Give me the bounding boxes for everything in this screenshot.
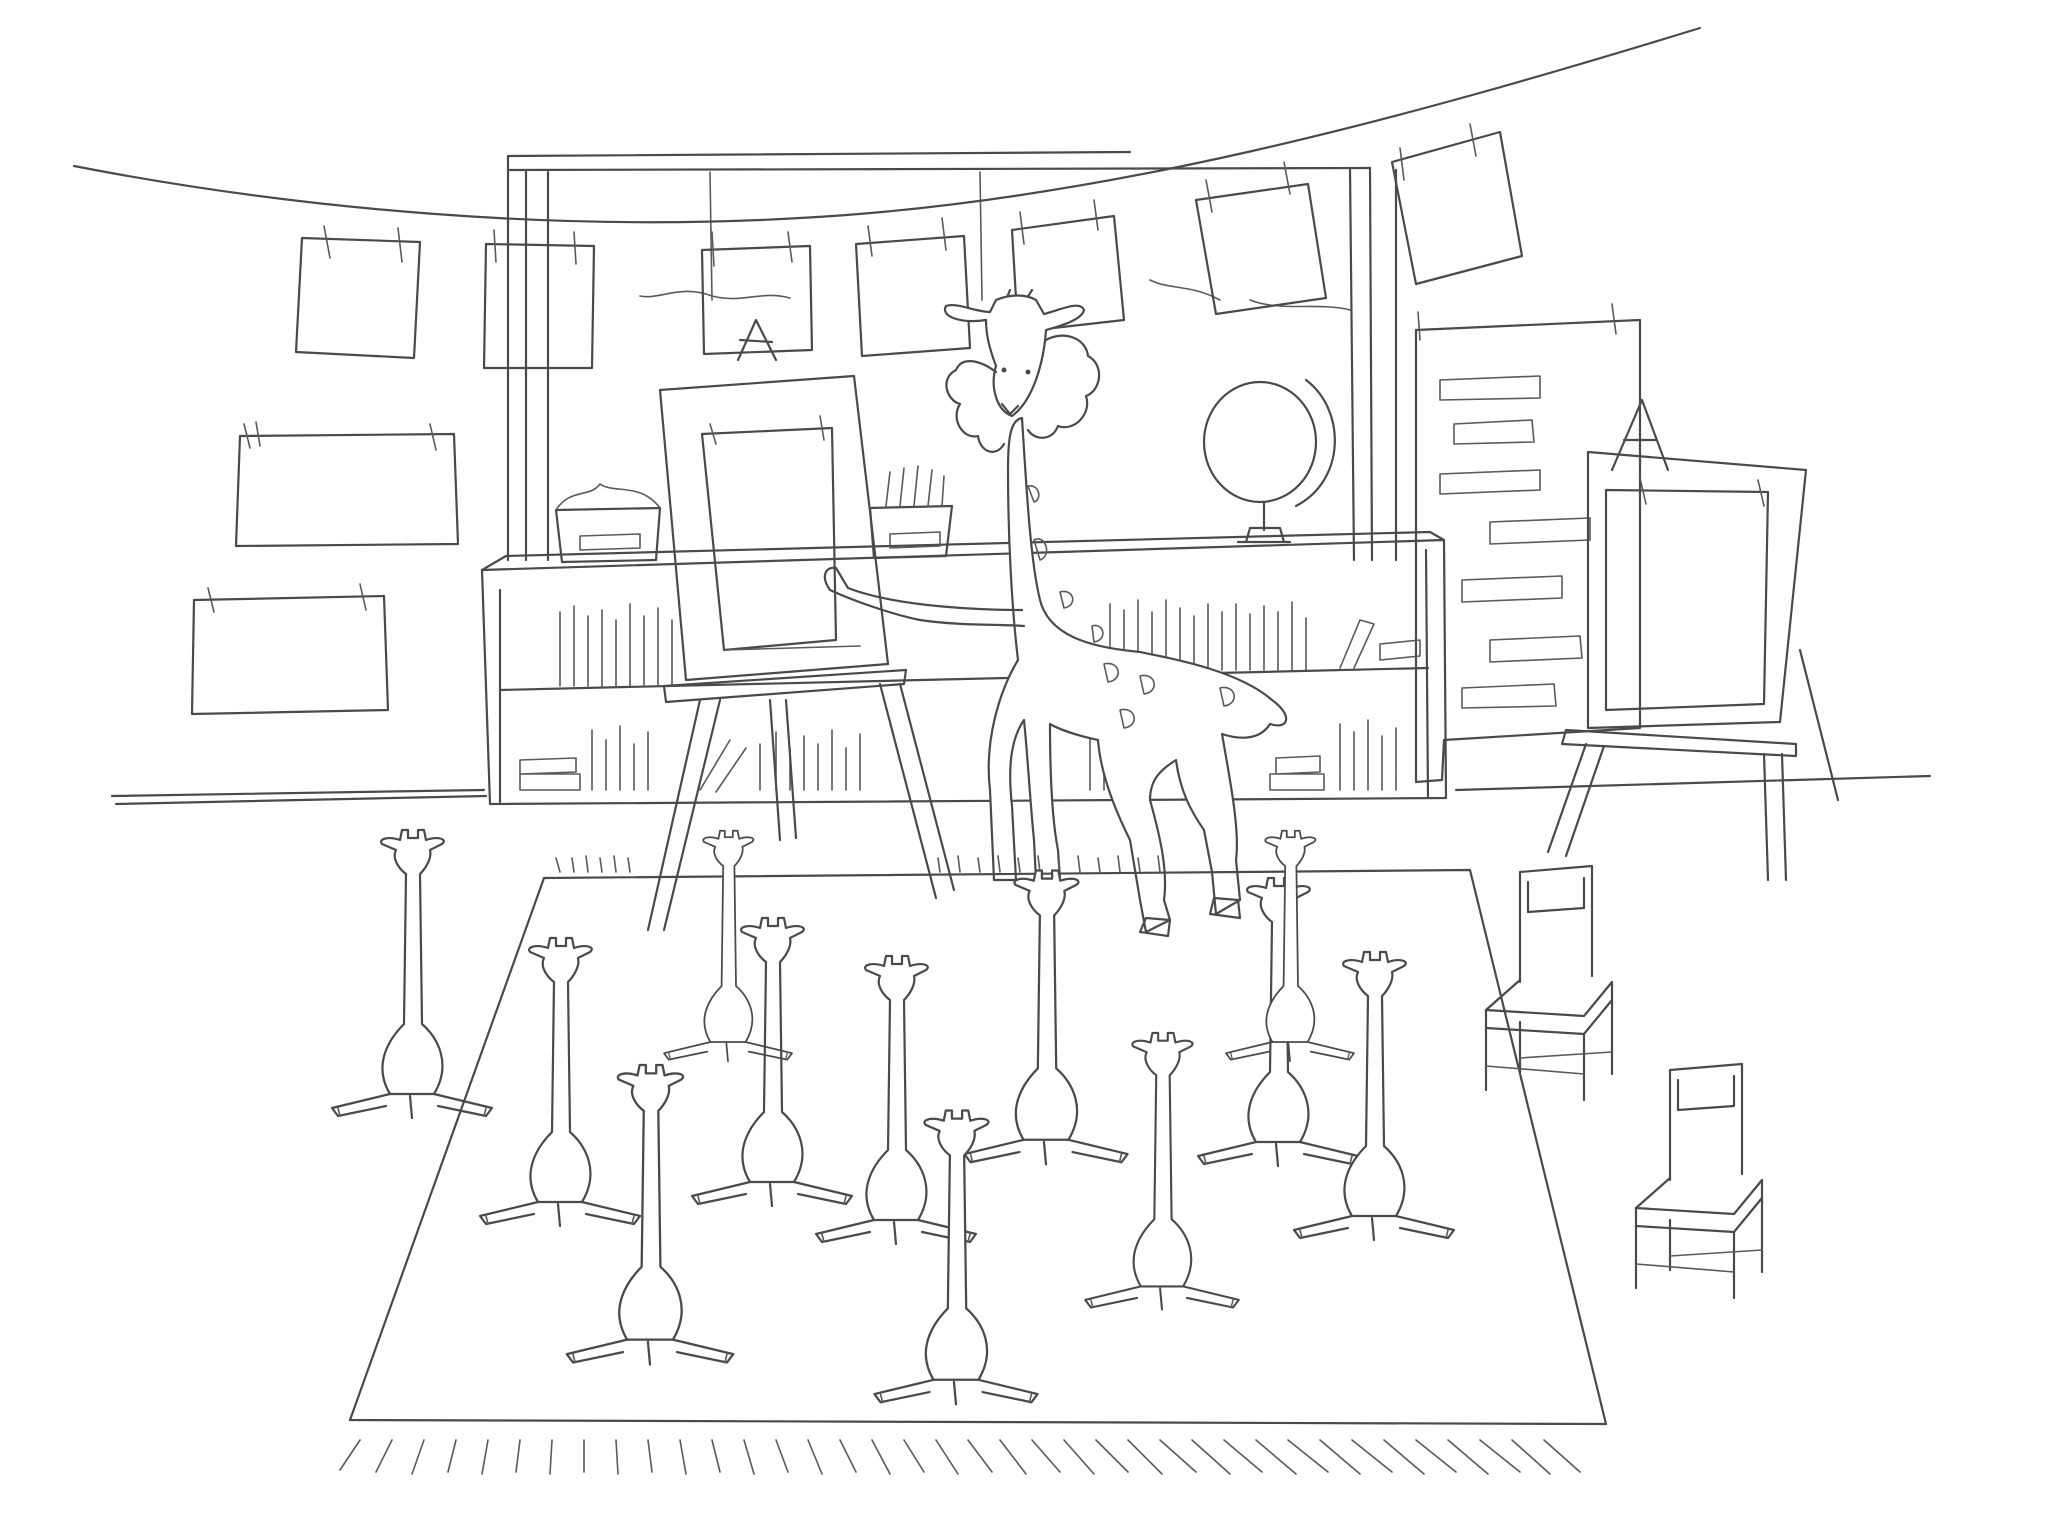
globe [1202, 378, 1336, 544]
hanging-paper-2 [482, 229, 596, 370]
giraffe-student-4 [690, 916, 854, 1208]
basket-right [868, 465, 954, 560]
hanging-paper-6 [1194, 161, 1328, 316]
hanging-paper-3 [700, 231, 814, 356]
giraffe-student-7 [1292, 950, 1456, 1242]
small-easel-back [736, 318, 778, 362]
hanging-paper-7 [1390, 123, 1524, 286]
teacher-giraffe [823, 288, 1288, 938]
clothesline [72, 26, 1702, 370]
back-wall-floor-line [110, 774, 1932, 806]
bookshelf [480, 530, 1448, 806]
window-frame [506, 150, 1398, 562]
chair-front [1634, 1062, 1764, 1300]
rug [339, 855, 1608, 1475]
main-easel [646, 374, 956, 932]
hanging-paper-4 [854, 217, 972, 358]
giraffe-student-8 [1084, 1031, 1240, 1311]
bulletin-board [1414, 303, 1642, 784]
wall-poster-lower-left [190, 583, 390, 716]
giraffe-student-5 [478, 936, 642, 1228]
hanging-paper-1 [294, 225, 422, 360]
right-easel [1546, 398, 1840, 882]
giraffe-student-1 [330, 828, 494, 1120]
wall-poster-upper-left [234, 421, 460, 548]
basket-left [554, 483, 662, 564]
chair-back [1484, 864, 1614, 1102]
giraffe-student-11 [1225, 829, 1355, 1063]
